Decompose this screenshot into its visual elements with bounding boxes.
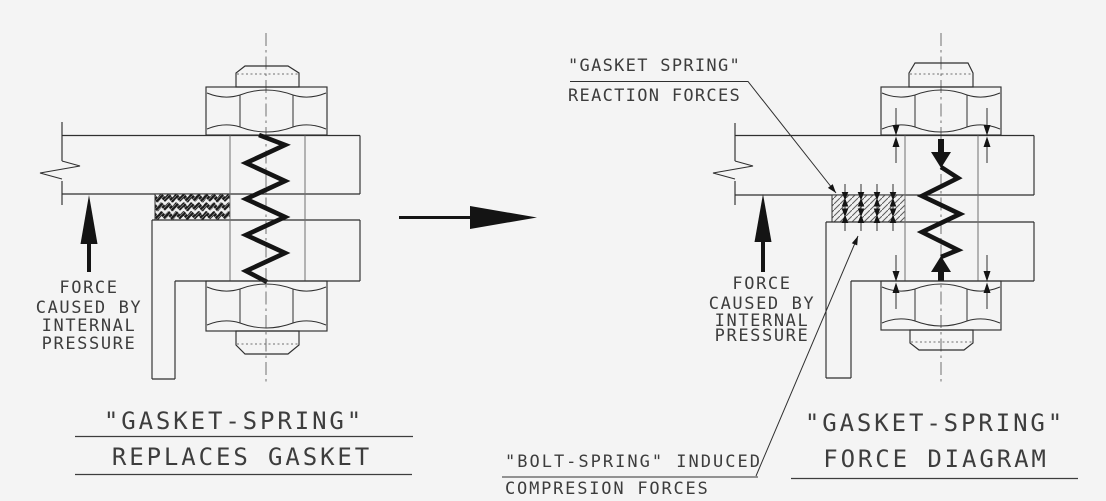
reaction-arrow-pairs [892, 108, 991, 309]
gasket-force-column [857, 192, 865, 223]
gasket [154, 193, 231, 221]
force-label-right-line1: FORCE [732, 274, 792, 294]
left-title-line1: "GASKET-SPRING" [103, 407, 365, 435]
reaction-label-line2: REACTION FORCES [568, 86, 742, 106]
right-diagram [502, 33, 1078, 480]
compression-label-leader [502, 235, 859, 478]
gasket-force-column [873, 192, 881, 223]
gasket-force-column [889, 192, 897, 223]
spring-force-arrow-up [931, 256, 951, 281]
bolt-spring [240, 132, 291, 285]
bolt-hole-lines [904, 135, 979, 281]
bolt-hole-lines [229, 135, 306, 281]
hex-nut-bottom [205, 280, 328, 332]
bolt-cap-bottom [235, 330, 300, 355]
break-symbol [39, 160, 81, 180]
right-title-line1: "GASKET-SPRING" [804, 409, 1066, 437]
internal-pressure-arrow [80, 195, 98, 272]
bolt-cap-bottom [909, 329, 974, 351]
compression-label-line1: "BOLT-SPRING" INDUCED [505, 452, 762, 472]
left-diagram [39, 33, 413, 476]
force-label-left-line2: CAUSED BY [35, 298, 143, 318]
upper-flange [39, 122, 361, 205]
force-label-right-line4: PRESSURE [714, 326, 810, 346]
upper-flange [712, 123, 1035, 205]
internal-pressure-arrow [754, 194, 772, 272]
force-label-left-line4: PRESSURE [41, 334, 137, 354]
left-title-line2: REPLACES GASKET [111, 443, 373, 471]
gasket-force-column [841, 192, 849, 223]
break-symbol [712, 160, 754, 180]
force-label-left-line3: INTERNAL [41, 316, 137, 336]
force-label-right-line2: CAUSED BY [708, 294, 816, 314]
gasket-force-columns [841, 184, 897, 231]
title-underlines-left [75, 435, 413, 476]
compression-label-line2: COMPRESION FORCES [505, 479, 710, 499]
spring-force-arrow-down [931, 139, 951, 168]
lower-flange [151, 219, 361, 380]
bolt-cap-top [235, 65, 300, 88]
force-label-left-line1: FORCE [59, 278, 119, 298]
force-label-right-line3: INTERNAL [714, 311, 810, 331]
right-title-line2: FORCE DIAGRAM [823, 445, 1049, 473]
reaction-label-line1: "GASKET SPRING" [568, 56, 742, 76]
transform-arrow [399, 206, 537, 229]
reaction-label-leader [570, 81, 837, 194]
bolt-spring [916, 165, 966, 260]
